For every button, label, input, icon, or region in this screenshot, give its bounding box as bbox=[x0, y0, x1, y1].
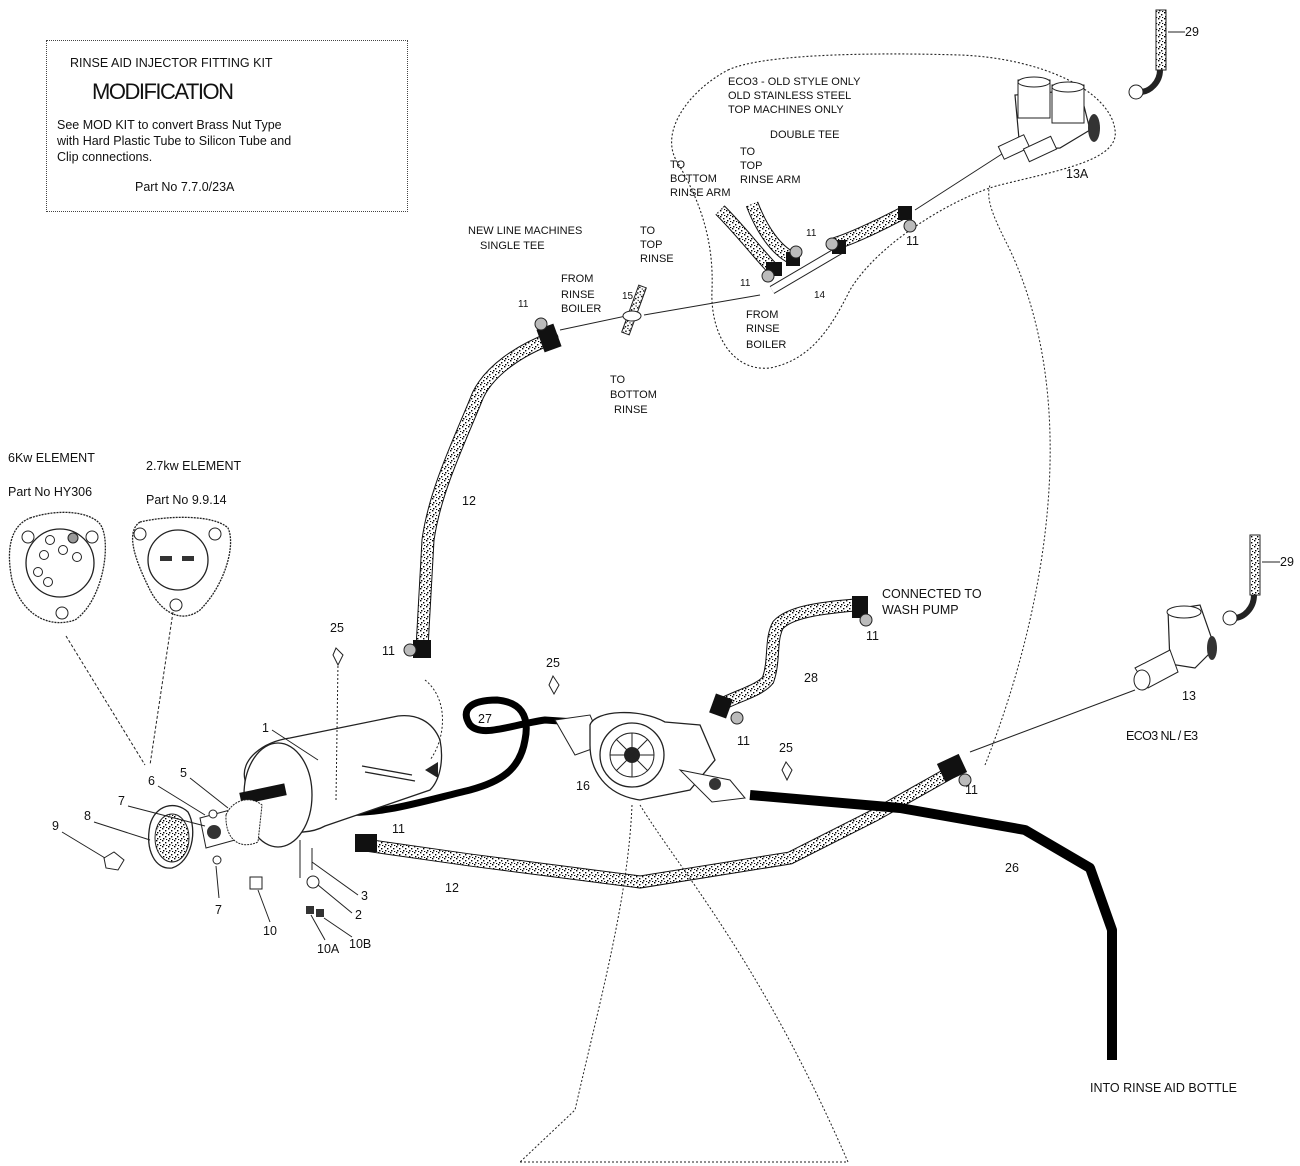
from-rinse-boiler-upper-note: FROM RINSE BOILER bbox=[746, 309, 786, 351]
callout-14: 14 bbox=[814, 290, 826, 301]
part-callouts: 1 5 6 7 8 9 7 10 2 3 10A 10B 25 25 25 11… bbox=[52, 25, 1294, 956]
tube-26 bbox=[749, 790, 1117, 1060]
callout-28: 28 bbox=[804, 671, 818, 685]
clip-25-markers bbox=[332, 647, 793, 782]
solenoid-valve-13a bbox=[997, 76, 1100, 163]
callout-3: 3 bbox=[361, 889, 368, 903]
callout-1: 1 bbox=[262, 721, 269, 735]
eco3-old-style-note: ECO3 - OLD STYLE ONLY OLD STAINLESS STEE… bbox=[728, 76, 863, 116]
into-rinse-aid-bottle-label: INTO RINSE AID BOTTLE bbox=[1090, 1081, 1237, 1095]
callout-13a: 13A bbox=[1066, 167, 1089, 181]
callout-10a: 10A bbox=[317, 942, 340, 956]
kit-description: See MOD KIT to convert Brass Nut Type wi… bbox=[57, 118, 292, 164]
double-tee-assembly bbox=[715, 151, 1006, 294]
callout-25-middle: 25 bbox=[546, 656, 560, 670]
to-top-rinse-note: TO TOP RINSE bbox=[640, 225, 674, 265]
to-top-rinse-arm-note: TO TOP RINSE ARM bbox=[740, 146, 801, 186]
callout-12-bottom: 12 bbox=[445, 881, 459, 895]
element-2-7kw-plate bbox=[132, 516, 232, 617]
to-bottom-rinse-note: TO BOTTOM RINSE bbox=[610, 374, 660, 416]
callout-11-heater: 11 bbox=[392, 822, 405, 836]
element-6kw-label: 6Kw ELEMENT bbox=[8, 451, 95, 465]
connector-29-top bbox=[1128, 9, 1185, 100]
callout-12-vertical: 12 bbox=[462, 494, 476, 508]
element-cap-fittings bbox=[103, 799, 263, 871]
callout-26: 26 bbox=[1005, 861, 1019, 875]
pump bbox=[554, 711, 746, 803]
modification-note-box: RINSE AID INJECTOR FITTING KIT MODIFICAT… bbox=[46, 40, 408, 212]
small-fittings bbox=[249, 840, 324, 917]
connected-to-wash-pump-note: CONNECTED TO WASH PUMP bbox=[882, 587, 985, 617]
element-6kw-plate bbox=[8, 511, 106, 624]
callout-11-valve-13a: 11 bbox=[906, 234, 919, 248]
tube-27 bbox=[341, 696, 576, 816]
callout-15: 15 bbox=[622, 291, 634, 302]
new-line-machines-note: NEW LINE MACHINES SINGLE TEE bbox=[468, 225, 585, 252]
heater-element-body bbox=[239, 714, 443, 848]
callout-25-left: 25 bbox=[330, 621, 344, 635]
callout-10: 10 bbox=[263, 924, 277, 938]
callout-11-double-tee-lower: 11 bbox=[740, 278, 751, 289]
from-rinse-boiler-left-note: FROM RINSE BOILER bbox=[561, 273, 601, 315]
callout-11-double-tee-upper: 11 bbox=[806, 228, 817, 239]
solenoid-valve-13 bbox=[1133, 604, 1217, 691]
callout-16: 16 bbox=[576, 779, 590, 793]
callout-29-top: 29 bbox=[1185, 25, 1199, 39]
element-2-7kw-part-no: Part No 9.9.14 bbox=[146, 493, 227, 507]
callout-6: 6 bbox=[148, 774, 155, 788]
callout-11-hose-12-lower: 11 bbox=[382, 644, 395, 658]
callout-11-hose-28: 11 bbox=[737, 734, 750, 748]
callout-11-rinse-boiler: 11 bbox=[518, 299, 529, 310]
callout-11-solenoid: 11 bbox=[965, 783, 978, 797]
callout-29-right: 29 bbox=[1280, 555, 1294, 569]
callout-5: 5 bbox=[180, 766, 187, 780]
callout-2: 2 bbox=[355, 908, 362, 922]
callout-11-wash-pump: 11 bbox=[866, 629, 879, 643]
modification-heading: MODIFICATION bbox=[92, 79, 234, 104]
double-tee-label: DOUBLE TEE bbox=[770, 129, 840, 141]
callout-10b: 10B bbox=[349, 937, 371, 951]
callout-25-right: 25 bbox=[779, 741, 793, 755]
single-tee bbox=[621, 284, 647, 336]
callout-9: 9 bbox=[52, 819, 59, 833]
eco3-nl-e3-label: ECO3 NL / E3 bbox=[1126, 729, 1198, 743]
callout-8: 8 bbox=[84, 809, 91, 823]
kit-title: RINSE AID INJECTOR FITTING KIT bbox=[70, 56, 273, 70]
kit-part-number: Part No 7.7.0/23A bbox=[135, 180, 235, 194]
to-bottom-rinse-arm-note: TO BOTTOM RINSE ARM bbox=[670, 159, 731, 199]
callout-27: 27 bbox=[478, 712, 492, 726]
callout-13: 13 bbox=[1182, 689, 1196, 703]
hose-clamps bbox=[355, 317, 972, 852]
element-6kw-part-no: Part No HY306 bbox=[8, 485, 92, 499]
connector-29-right bbox=[1222, 534, 1280, 626]
callout-7-upper: 7 bbox=[118, 794, 125, 808]
callout-7-lower: 7 bbox=[215, 903, 222, 917]
element-2-7kw-label: 2.7kw ELEMENT bbox=[146, 459, 242, 473]
